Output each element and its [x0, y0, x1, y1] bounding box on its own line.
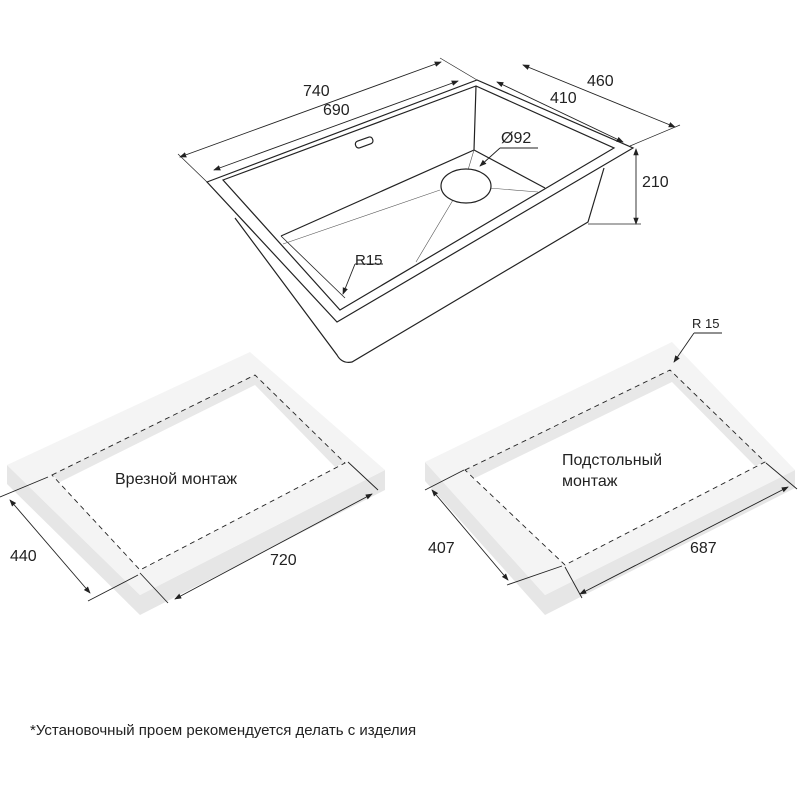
undermount-countertop — [424, 332, 798, 615]
dim-depth: 210 — [642, 174, 669, 191]
dim-inner-length: 690 — [323, 102, 350, 119]
dim-inner-width: 410 — [550, 90, 577, 107]
undermount-dim-length: 687 — [690, 540, 717, 557]
inset-dim-width: 440 — [10, 548, 37, 565]
dim-drain: Ø92 — [501, 130, 532, 147]
sink-bowl-floor — [280, 235, 346, 299]
footnote: *Установочный проем рекомендуется делать… — [30, 722, 417, 739]
sink-drain — [440, 168, 492, 204]
undermount-label-line2: монтаж — [562, 473, 618, 490]
inset-dim-length: 720 — [270, 552, 297, 569]
inset-countertop — [0, 352, 385, 615]
inset-mount-label: Врезной монтаж — [115, 471, 238, 488]
sink-isometric — [177, 57, 681, 363]
undermount-label: Подстольный монтаж — [562, 450, 662, 492]
dim-outer-width: 460 — [587, 73, 614, 90]
sink-drain-lines — [282, 149, 539, 263]
dim-radius: R15 — [355, 252, 383, 269]
undermount-cutout-dashed — [464, 369, 766, 566]
undermount-dim-width: 407 — [428, 540, 455, 557]
dim-outer-length: 740 — [303, 83, 330, 100]
inset-cutout-dashed — [51, 374, 346, 571]
undermount-label-line1: Подстольный — [562, 452, 663, 469]
undermount-dim-radius: R 15 — [692, 316, 720, 331]
sink-body — [234, 167, 605, 363]
